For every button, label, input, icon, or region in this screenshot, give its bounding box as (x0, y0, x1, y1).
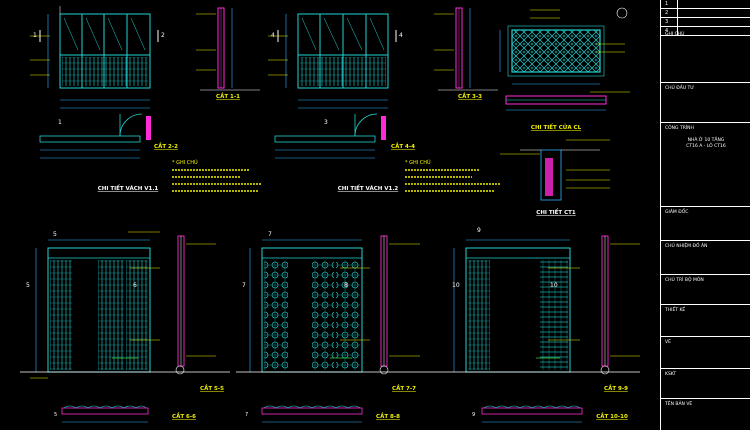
field-chu-dau-tu: CHỦ ĐẦU TƯ (665, 86, 695, 91)
window-cl-section (505, 91, 630, 111)
field-ten-ban-ve: TÊN BẢN VẼ (665, 402, 693, 407)
field-kskt: KSKT (665, 372, 677, 377)
field-thiet-ke: THIẾT KẾ (665, 308, 686, 313)
title-cat-6-6: CẮT 6-6 (172, 412, 196, 420)
plan-marker-3: 3 (324, 119, 328, 126)
field-ve: VẼ (665, 340, 671, 345)
revision-number: 1 (665, 1, 669, 7)
field-chu-nhiem-do-an: CHỦ NHIỆM ĐỒ ÁN (665, 244, 708, 249)
section-marker-1: 1 (33, 30, 41, 42)
field-giam-doc: GIÁM ĐỐC (665, 210, 689, 215)
plan-v1-2: 3 (274, 113, 386, 159)
project-name-line2: CT16 A - LÔ CT16 (686, 144, 726, 149)
section-number-4-right: 4 (399, 32, 403, 39)
title-cat-1-1: CẮT 1-1 (216, 92, 240, 100)
section-number-2: 2 (161, 32, 165, 39)
elevation-v1-2 (268, 13, 389, 109)
note-heading-2: * GHI CHÚ (405, 159, 431, 166)
section-number-1: 1 (33, 32, 37, 39)
plan-strip-6-6: 5 (54, 405, 149, 423)
marker-6-right: 6 (133, 282, 137, 289)
revision-row-1: 1 (661, 0, 750, 9)
plan-v1-1: 1 (39, 113, 151, 159)
title-cat-3-3: CẮT 3-3 (458, 92, 482, 100)
strip-marker-5: 5 (54, 412, 57, 418)
plan-strip-10-10: 9 (472, 405, 583, 423)
title-cat-7-7: CẮT 7-7 (392, 384, 416, 392)
title-cat-4-4: CẮT 4-4 (391, 142, 415, 150)
revision-row-4: 4 (661, 27, 750, 36)
section-marker-4b: 4 (395, 30, 403, 42)
elevation-v2-3 (440, 239, 640, 373)
window-cl-elevation (499, 7, 628, 85)
plan-marker-1: 1 (58, 119, 62, 126)
title-chi-tiet-vach-v1-2: CHI TIẾT VÁCH V1.2 (338, 184, 399, 192)
title-chi-tiet-vach-v1-1: CHI TIẾT VÁCH V1.1 (98, 184, 159, 192)
plan-strip-8-8: 7 (245, 405, 363, 423)
title-cat-2-2: CẮT 2-2 (154, 142, 178, 150)
detail-ct1 (500, 139, 610, 201)
section-7-7-profile (379, 235, 420, 375)
title-cat-5-5: CẮT 5-5 (200, 384, 224, 392)
notes-block-1: * GHI CHÚ (172, 159, 262, 192)
marker-5-top: 5 (53, 231, 57, 238)
marker-10-right: 10 (550, 282, 558, 289)
marker-8-right: 8 (344, 282, 348, 289)
elevation-v2-2 (236, 239, 440, 373)
cad-drawing-canvas[interactable]: 1 2 CẮT 1-1 4 4 (0, 0, 660, 430)
title-cat-8-8: CẮT 8-8 (376, 412, 400, 420)
revision-number: 2 (665, 10, 669, 16)
marker-9-top: 9 (477, 227, 481, 234)
revision-number: 3 (665, 19, 669, 25)
title-cat-10-10: CẮT 10-10 (596, 412, 628, 420)
title-chi-tiet-ct1: CHI TIẾT CT1 (536, 208, 576, 216)
field-ghi-chu: GHI CHÚ (665, 32, 685, 37)
note-heading-1: * GHI CHÚ (172, 159, 198, 166)
strip-marker-7: 7 (245, 412, 248, 418)
marker-10-left: 10 (452, 282, 460, 289)
section-9-9-profile (600, 235, 640, 375)
revision-row-2: 2 (661, 9, 750, 18)
section-5-5-profile (175, 235, 216, 375)
marker-7-left: 7 (242, 282, 246, 289)
section-1-1-profile (196, 7, 260, 91)
section-3-3-profile (434, 7, 498, 91)
elevation-v1-1 (30, 6, 151, 109)
title-block: 1 2 3 4 GHI CHÚ CHỦ ĐẦU TƯ CÔNG TRÌNH NH… (660, 0, 750, 430)
notes-block-2: * GHI CHÚ (405, 159, 500, 192)
strip-marker-9: 9 (472, 412, 475, 418)
section-marker-2: 2 (157, 30, 165, 42)
revision-row-3: 3 (661, 18, 750, 27)
field-chu-tri-bo-mon: CHỦ TRÌ BỘ MÔN (665, 278, 704, 283)
title-cat-9-9: CẮT 9-9 (604, 384, 628, 392)
marker-5-left: 5 (26, 282, 30, 289)
field-cong-trinh: CÔNG TRÌNH (665, 126, 694, 131)
marker-7-top: 7 (268, 231, 272, 238)
revision-number: 4 (665, 28, 669, 34)
title-chi-tiet-cua-cl: CHI TIẾT CỬA CL (531, 123, 582, 131)
project-name-line1: NHÀ Ở 10 TẦNG (687, 138, 725, 143)
section-marker-4: 4 (271, 30, 279, 42)
elevation-v2-1 (20, 231, 230, 379)
section-number-4-left: 4 (271, 32, 275, 39)
